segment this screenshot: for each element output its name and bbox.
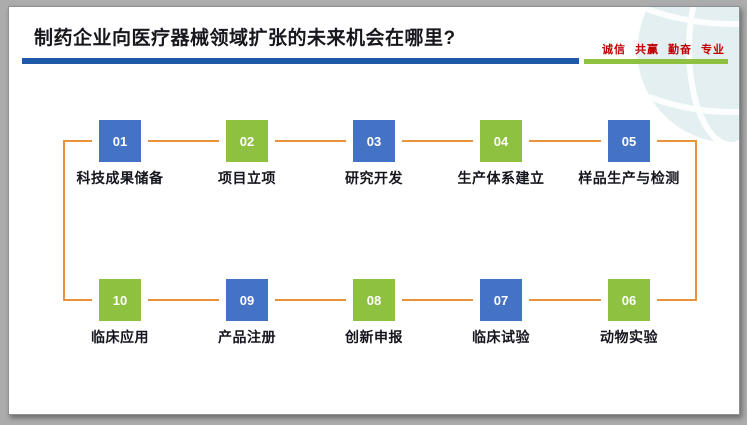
step-number: 02 <box>239 133 255 149</box>
step-box-03: 03 <box>353 120 395 162</box>
step-box-08: 08 <box>353 279 395 321</box>
step-box-07: 07 <box>480 279 522 321</box>
slide-title: 制药企业向医疗器械领域扩张的未来机会在哪里? <box>34 28 456 49</box>
step-number: 04 <box>493 133 509 149</box>
step-label-09: 产品注册 <box>218 329 276 345</box>
connector-01-02 <box>148 140 219 142</box>
step-number: 06 <box>621 292 637 308</box>
step-box-09: 09 <box>226 279 268 321</box>
step-box-01: 01 <box>99 120 141 162</box>
step-number: 03 <box>366 133 382 149</box>
step-box-10: 10 <box>99 279 141 321</box>
connector-right-bottom <box>657 299 697 301</box>
step-box-02: 02 <box>226 120 268 162</box>
connector-left-top <box>63 140 92 142</box>
step-label-05: 样品生产与检测 <box>578 170 680 186</box>
step-label-08: 创新申报 <box>345 329 403 345</box>
step-label-07: 临床试验 <box>472 329 530 345</box>
step-label-10: 临床应用 <box>91 329 149 345</box>
step-number: 01 <box>112 133 128 149</box>
step-box-06: 06 <box>608 279 650 321</box>
connector-10-09 <box>148 299 219 301</box>
motto-word: 专业 <box>701 44 725 56</box>
step-number: 10 <box>112 292 128 308</box>
step-label-01: 科技成果储备 <box>76 170 164 186</box>
step-label-06: 动物实验 <box>600 329 658 345</box>
connector-left-vertical <box>63 140 65 301</box>
connector-04-05 <box>529 140 601 142</box>
step-label-03: 研究开发 <box>345 170 403 186</box>
connector-02-03 <box>275 140 346 142</box>
connector-09-08 <box>275 299 346 301</box>
connector-08-07 <box>402 299 473 301</box>
motto-word: 勤奋 <box>668 44 692 56</box>
step-box-05: 05 <box>608 120 650 162</box>
step-number: 09 <box>239 292 255 308</box>
connector-left-bottom <box>63 299 92 301</box>
connector-03-04 <box>402 140 473 142</box>
step-number: 07 <box>493 292 509 308</box>
title-underline-blue <box>22 58 579 64</box>
motto-word: 共赢 <box>635 44 659 56</box>
step-label-04: 生产体系建立 <box>457 170 545 186</box>
motto-underline-green <box>584 59 728 64</box>
slide: 制药企业向医疗器械领域扩张的未来机会在哪里? 诚信共赢勤奋专业 01 科技成果储… <box>8 6 740 415</box>
connector-07-06 <box>529 299 601 301</box>
motto-word: 诚信 <box>602 44 626 56</box>
step-number: 05 <box>621 133 637 149</box>
connector-right-vertical <box>695 140 697 301</box>
step-box-04: 04 <box>480 120 522 162</box>
company-motto: 诚信共赢勤奋专业 <box>593 41 725 57</box>
step-number: 08 <box>366 292 382 308</box>
step-label-02: 项目立项 <box>218 170 276 186</box>
connector-right-top <box>657 140 697 142</box>
